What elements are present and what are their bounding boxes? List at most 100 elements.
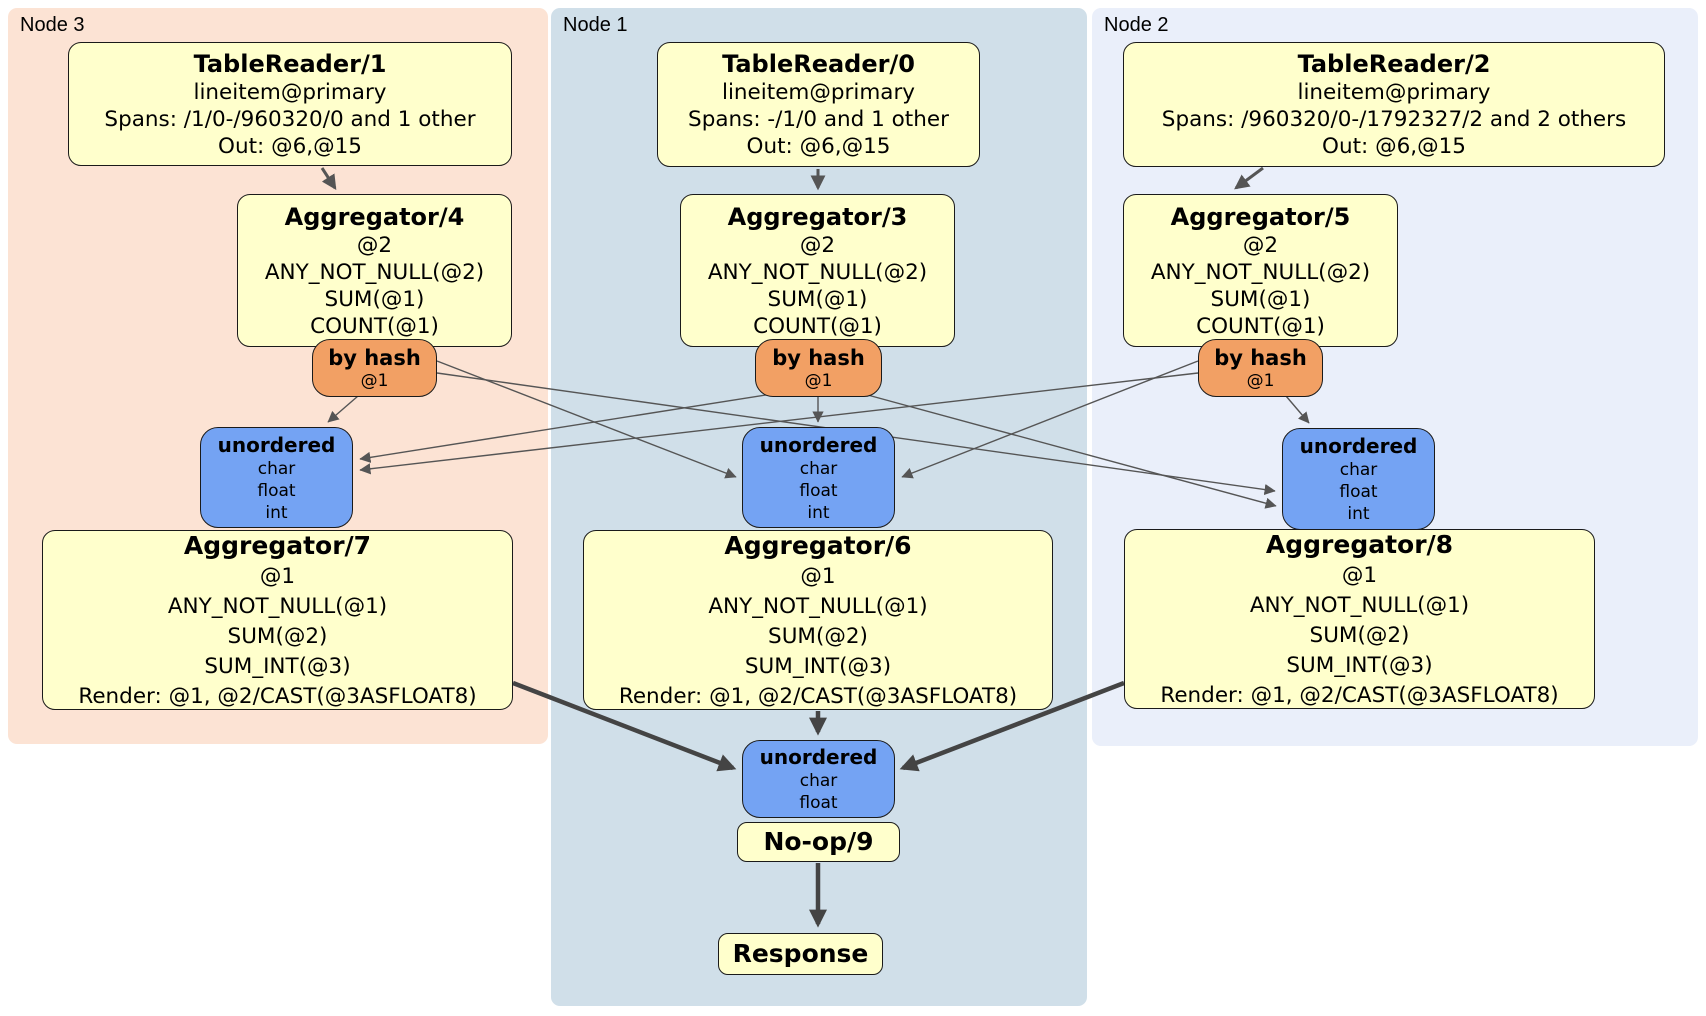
node3-label: Node 3: [20, 14, 85, 36]
processor-tablereader-1: TableReader/1 lineitem@primary Spans: /1…: [68, 42, 512, 166]
processor-title: Aggregator/7: [183, 530, 372, 560]
node1-label: Node 1: [563, 14, 628, 36]
agg-fn: SUM(@2): [227, 623, 328, 649]
edge-agg7-unf: [512, 680, 737, 772]
agg-groupcols: @1: [1341, 562, 1378, 588]
sync-type: char: [799, 458, 838, 479]
router-by-hash-node2: by hash @1: [1198, 339, 1323, 397]
edge-bh2-un3: [359, 372, 1199, 475]
agg-fn: SUM(@1): [767, 286, 868, 312]
agg-groupcols: @2: [1242, 232, 1279, 258]
agg-render: Render: @1, @2/CAST(@3ASFLOAT8): [78, 683, 477, 709]
sync-unordered-node3: unordered char float int: [200, 427, 353, 528]
edge-tr1-agg4: [320, 167, 337, 191]
processor-out: Out: @6,@15: [218, 133, 362, 159]
processor-title: TableReader/1: [193, 49, 387, 78]
sync-title: unordered: [759, 745, 878, 769]
sync-type: float: [257, 480, 296, 501]
node2-label: Node 2: [1104, 14, 1169, 36]
router-title: by hash: [1214, 345, 1307, 370]
sync-unordered-final: unordered char float: [742, 740, 895, 818]
processor-aggregator-7: Aggregator/7 @1 ANY_NOT_NULL(@1) SUM(@2)…: [42, 530, 513, 710]
processor-title: TableReader/0: [722, 50, 915, 78]
processor-title: Aggregator/8: [1265, 529, 1454, 559]
router-columns: @1: [360, 370, 389, 391]
agg-fn: SUM_INT(@3): [1286, 652, 1433, 678]
sync-type: int: [265, 502, 288, 523]
sync-unordered-node2: unordered char float int: [1282, 428, 1435, 530]
agg-groupcols: @2: [356, 232, 393, 258]
edge-bh2-un1: [901, 360, 1199, 479]
router-by-hash-node3: by hash @1: [312, 339, 437, 397]
processor-aggregator-4: Aggregator/4 @2 ANY_NOT_NULL(@2) SUM(@1)…: [237, 194, 512, 347]
agg-fn: ANY_NOT_NULL(@1): [708, 593, 928, 619]
edge-agg8-unf: [899, 680, 1125, 772]
agg-groupcols: @1: [800, 563, 836, 589]
router-by-hash-node1: by hash @1: [755, 339, 882, 397]
processor-index: lineitem@primary: [721, 80, 916, 105]
edge-bh2-un2: [1285, 395, 1310, 424]
sync-type: float: [1339, 482, 1378, 502]
processor-title: Aggregator/3: [727, 202, 908, 231]
processor-out: Out: @6,@15: [746, 134, 891, 159]
router-columns: @1: [1246, 370, 1275, 391]
agg-fn: ANY_NOT_NULL(@1): [1249, 592, 1470, 618]
agg-fn: SUM_INT(@3): [204, 653, 351, 679]
router-title: by hash: [772, 345, 865, 370]
processor-tablereader-0: TableReader/0 lineitem@primary Spans: -/…: [657, 42, 980, 167]
processor-spans: Spans: -/1/0 and 1 other: [688, 107, 949, 132]
agg-fn: SUM(@1): [324, 286, 425, 312]
agg-fn: COUNT(@1): [310, 313, 439, 339]
processor-aggregator-3: Aggregator/3 @2 ANY_NOT_NULL(@2) SUM(@1)…: [680, 194, 955, 347]
sync-type: char: [1339, 460, 1378, 480]
agg-fn: COUNT(@1): [1196, 313, 1325, 339]
agg-fn: SUM_INT(@3): [744, 653, 892, 679]
edge-bh1-un2: [863, 393, 1277, 509]
sync-type: float: [799, 793, 838, 813]
response-node: Response: [718, 933, 883, 975]
agg-fn: SUM(@2): [768, 623, 868, 649]
agg-fn: ANY_NOT_NULL(@2): [1150, 259, 1371, 285]
agg-fn: ANY_NOT_NULL(@2): [264, 259, 485, 285]
agg-render: Render: @1, @2/CAST(@3ASFLOAT8): [1160, 682, 1559, 708]
agg-fn: COUNT(@1): [753, 313, 882, 339]
sync-unordered-node1: unordered char float int: [742, 427, 895, 528]
sync-title: unordered: [759, 432, 878, 457]
router-columns: @1: [804, 370, 833, 391]
edge-bh3-un3: [327, 395, 359, 423]
agg-fn: ANY_NOT_NULL(@2): [707, 259, 928, 285]
sync-type: float: [799, 480, 838, 501]
sync-title: unordered: [1299, 434, 1418, 458]
processor-index: lineitem@primary: [193, 79, 387, 105]
processor-title: Aggregator/5: [1170, 202, 1351, 231]
sync-type: int: [1347, 504, 1370, 524]
processor-spans: Spans: /1/0-/960320/0 and 1 other: [104, 106, 476, 132]
response-title: Response: [732, 939, 869, 968]
processor-title: TableReader/2: [1297, 50, 1491, 78]
agg-groupcols: @2: [799, 232, 836, 258]
processor-title: No-op/9: [763, 827, 874, 856]
processor-noop-9: No-op/9: [737, 822, 900, 862]
processor-title: Aggregator/6: [724, 530, 912, 560]
processor-tablereader-2: TableReader/2 lineitem@primary Spans: /9…: [1123, 42, 1665, 167]
processor-spans: Spans: /960320/0-/1792327/2 and 2 others: [1161, 107, 1627, 132]
processor-index: lineitem@primary: [1297, 80, 1491, 105]
agg-groupcols: @1: [259, 563, 296, 589]
agg-fn: SUM(@2): [1309, 622, 1410, 648]
processor-out: Out: @6,@15: [1322, 134, 1466, 159]
agg-fn: ANY_NOT_NULL(@1): [167, 593, 388, 619]
edge-bh1-un3: [359, 393, 773, 463]
edge-bh3-un1: [436, 360, 737, 479]
processor-title: Aggregator/4: [284, 202, 465, 231]
edge-tr2-agg5: [1234, 166, 1264, 190]
router-title: by hash: [328, 345, 421, 370]
sync-type: char: [257, 458, 296, 479]
sync-type: char: [799, 771, 838, 791]
processor-aggregator-8: Aggregator/8 @1 ANY_NOT_NULL(@1) SUM(@2)…: [1124, 529, 1595, 709]
agg-render: Render: @1, @2/CAST(@3ASFLOAT8): [618, 683, 1018, 709]
processor-aggregator-5: Aggregator/5 @2 ANY_NOT_NULL(@2) SUM(@1)…: [1123, 194, 1398, 347]
processor-aggregator-6: Aggregator/6 @1 ANY_NOT_NULL(@1) SUM(@2)…: [583, 530, 1053, 710]
sync-title: unordered: [217, 432, 336, 457]
